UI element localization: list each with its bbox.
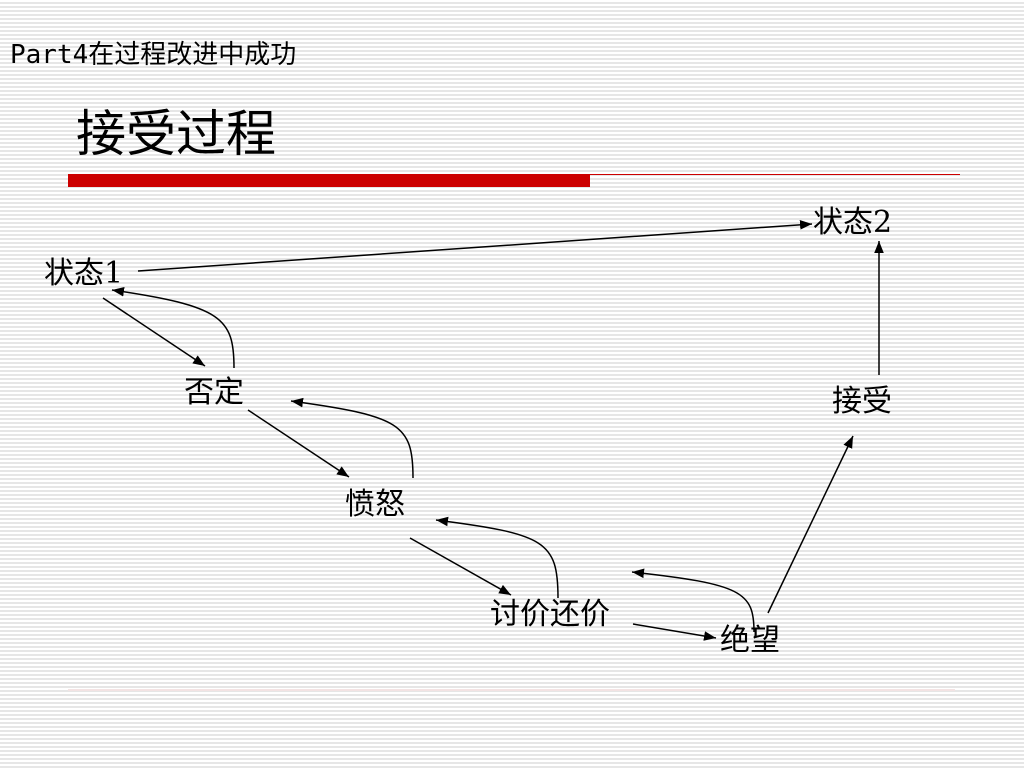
- arrow-anger-to-denial: [290, 397, 414, 479]
- arrow-denial-to-anger: [247, 409, 350, 478]
- title-underline-line: [590, 174, 960, 175]
- footer-divider: [68, 689, 955, 691]
- arrow-despair-to-bargaining: [631, 568, 755, 633]
- node-anger: 愤怒: [345, 487, 405, 522]
- arrow-despair-to-acceptance: [767, 435, 854, 614]
- arrow-state1-to-denial: [102, 297, 206, 367]
- arrow-bargaining-to-despair: [632, 623, 717, 641]
- title-underline-bar: [68, 174, 590, 187]
- node-state1: 状态1: [44, 256, 124, 291]
- node-bargaining: 讨价还价: [490, 597, 610, 632]
- node-state2: 状态2: [813, 205, 893, 240]
- node-despair: 绝望: [720, 623, 780, 658]
- page-title: 接受过程: [76, 105, 276, 163]
- arrow-bargaining-to-anger: [435, 516, 559, 599]
- arrow-denial-to-state1: [111, 286, 235, 369]
- part-title: Part4在过程改进中成功: [10, 40, 297, 70]
- node-acceptance: 接受: [832, 384, 892, 419]
- arrow-anger-to-bargaining: [409, 537, 512, 596]
- arrow-state1-to-state2: [137, 220, 813, 272]
- node-denial: 否定: [184, 375, 244, 410]
